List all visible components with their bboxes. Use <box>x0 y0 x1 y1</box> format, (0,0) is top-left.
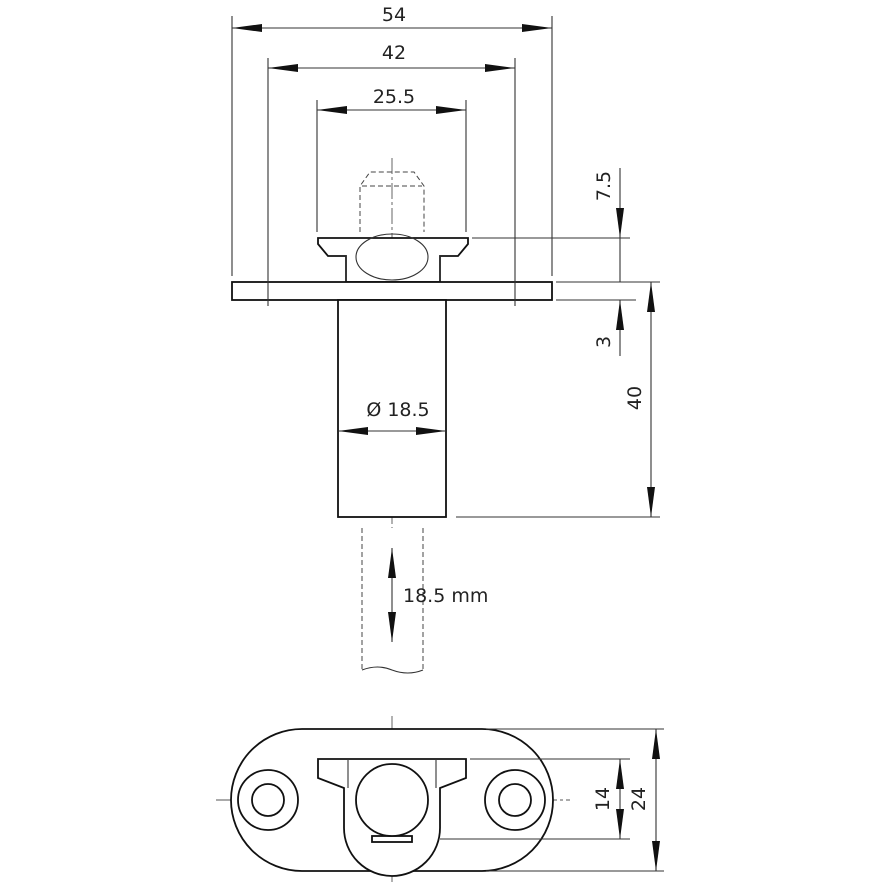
base-plate-side <box>231 281 553 301</box>
dim-label-24: 24 <box>628 787 650 811</box>
mounting-hole-right <box>484 769 546 831</box>
side-view <box>231 158 553 674</box>
bolt-top <box>355 763 429 837</box>
cylinder-body <box>337 299 447 518</box>
bolt-tip <box>359 171 425 232</box>
dimension-diameter: Ø 18.5 <box>338 399 446 435</box>
dimension-25-5: 25.5 <box>316 86 467 232</box>
dimension-54: 54 <box>231 4 553 276</box>
dimension-3: 3 <box>556 238 660 356</box>
mounting-hole-left <box>237 769 299 831</box>
dimension-7-5: 7.5 <box>472 168 630 239</box>
dimension-42: 42 <box>267 42 516 306</box>
dim-label-14: 14 <box>592 787 614 811</box>
bracket-side <box>317 233 469 283</box>
dimension-14: 14 <box>440 758 630 840</box>
dim-label-3: 3 <box>593 336 615 348</box>
dim-label-42: 42 <box>382 42 406 64</box>
dim-label-54: 54 <box>382 4 406 26</box>
plunger-travel <box>361 528 424 674</box>
dimension-24: 24 <box>486 728 664 872</box>
dim-label-stroke: 18.5 mm <box>403 585 488 607</box>
dimension-40: 40 <box>456 282 660 518</box>
top-view <box>216 716 570 884</box>
dim-label-diameter: Ø 18.5 <box>366 399 429 421</box>
dimension-stroke: 18.5 mm <box>388 548 488 642</box>
dim-label-25-5: 25.5 <box>373 86 415 108</box>
dim-label-40: 40 <box>624 386 646 410</box>
dim-label-7-5: 7.5 <box>593 171 615 201</box>
